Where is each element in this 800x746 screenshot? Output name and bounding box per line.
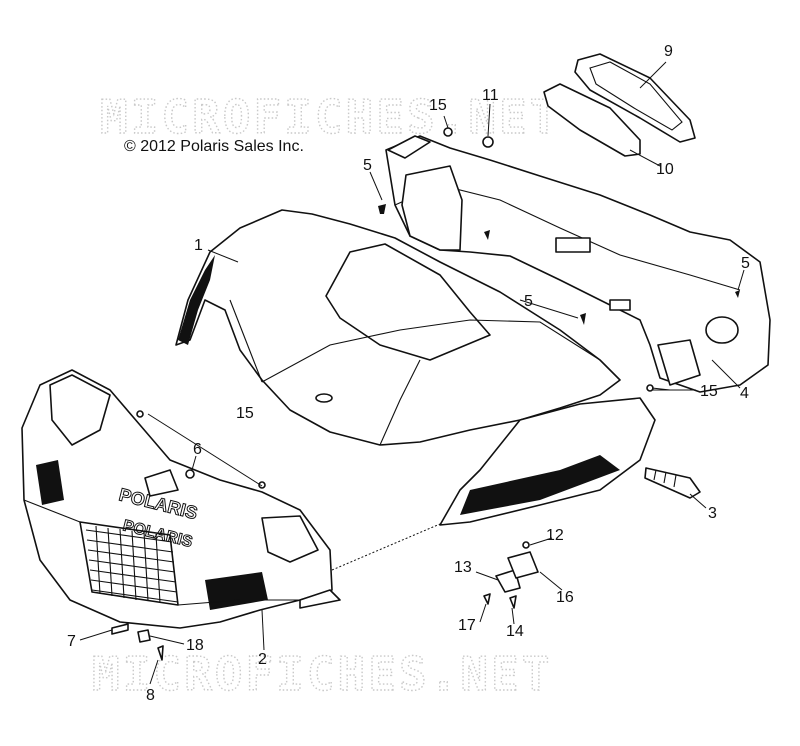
hood-part-1 <box>175 209 621 446</box>
callout-2: 2 <box>258 651 267 668</box>
side-panel <box>439 397 656 526</box>
callout-4: 4 <box>740 385 749 402</box>
callout-5a: 5 <box>363 157 372 174</box>
dash-part-4 <box>385 135 771 393</box>
callout-9: 9 <box>664 43 673 60</box>
callout-18: 18 <box>186 637 204 654</box>
grip-part-3 <box>644 467 701 499</box>
callout-16: 16 <box>556 589 574 606</box>
callout-13: 13 <box>454 559 472 576</box>
grille-mesh <box>85 525 179 604</box>
leader-lines <box>79 61 745 685</box>
callout-15c: 15 <box>700 383 718 400</box>
callout-7: 7 <box>67 633 76 650</box>
callout-1: 1 <box>194 237 203 254</box>
seal-part-10 <box>543 83 641 157</box>
front-fascia-part-2 <box>21 369 341 629</box>
callout-12: 12 <box>546 527 564 544</box>
callout-8: 8 <box>146 687 155 704</box>
callout-5c: 5 <box>741 255 750 272</box>
callout-5b: 5 <box>524 293 533 310</box>
callout-14: 14 <box>506 623 524 640</box>
copyright-notice: © 2012 Polaris Sales Inc. <box>124 138 304 155</box>
watermark-bottom: MICROFICHES.NET <box>92 647 552 701</box>
callout-15b: 15 <box>236 405 254 422</box>
watermark-top: MICROFICHES.NET <box>100 90 560 144</box>
callout-10: 10 <box>656 161 674 178</box>
callout-6: 6 <box>193 441 202 458</box>
frame-part-9 <box>574 53 696 143</box>
fasteners <box>111 127 740 661</box>
callout-11: 11 <box>482 87 499 104</box>
callout-15a: 15 <box>429 97 447 114</box>
callout-3: 3 <box>708 505 717 522</box>
callout-17: 17 <box>458 617 476 634</box>
bracket-part-13 <box>495 551 539 593</box>
